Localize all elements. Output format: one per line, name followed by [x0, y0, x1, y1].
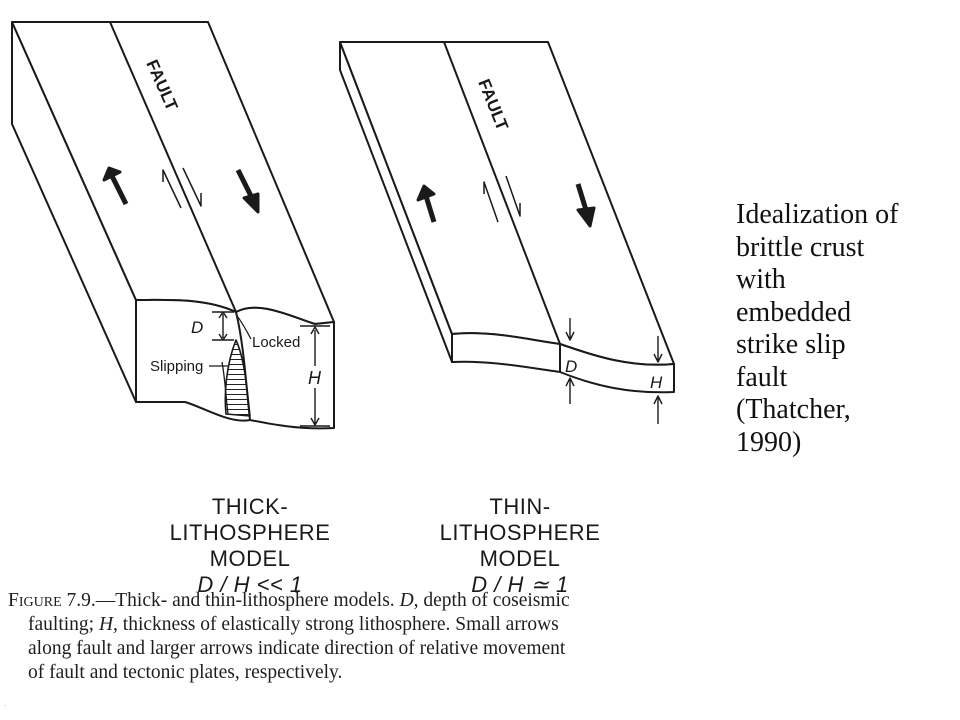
side-caption-line: 1990) [736, 426, 802, 458]
thick-fault-trace [109, 21, 237, 313]
side-caption-line: embedded [736, 296, 852, 328]
thin-small-arrow-left [483, 181, 499, 223]
thick-small-arrow-right [182, 167, 202, 207]
thin-fault-trace [443, 41, 561, 345]
caption-text: , thickness of elastically strong lithos… [113, 614, 559, 635]
thick-locked-label: Locked [252, 334, 300, 351]
caption-text: , depth of coseismic [413, 590, 570, 611]
thin-model-title: THIN- LITHOSPHERE MODEL D / H ≃ 1 [400, 494, 640, 598]
thin-big-arrow-left [423, 195, 437, 223]
thick-big-arrow-left-head [102, 166, 122, 182]
thick-big-arrow-right [235, 168, 255, 200]
caption-text: Thick- and thin-lithosphere models. [115, 590, 400, 611]
thick-big-arrow-left [109, 174, 129, 206]
side-caption-line: Idealization of [736, 199, 899, 230]
thick-slipping-zone [224, 339, 251, 417]
thin-d-label: D [565, 357, 577, 376]
thick-ratio: D / H << 1 [197, 572, 303, 597]
side-caption: Idealization of brittle crust with embed… [736, 199, 956, 459]
thick-title-line1: THICK- [211, 494, 289, 519]
thin-ratio: D / H ≃ 1 [471, 572, 569, 597]
thick-h-dimension [300, 325, 330, 427]
thin-small-arrow-right [505, 175, 521, 217]
thick-locked-leader [236, 315, 252, 340]
thin-title-line1: THIN- [489, 494, 551, 519]
side-caption-line: brittle crust [736, 231, 865, 263]
thick-h-label: H [308, 368, 322, 388]
side-caption-line: fault [736, 361, 788, 393]
thin-title-line2: LITHOSPHERE MODEL [439, 520, 601, 571]
thick-d-dimension [212, 311, 234, 341]
side-caption-line: with [736, 264, 786, 295]
thick-slipping-label: Slipping [150, 358, 203, 375]
thick-d-label: D [191, 318, 203, 337]
thin-h-label: H [650, 373, 663, 392]
thin-big-arrow-left-head [416, 184, 436, 202]
thin-d-arrow-top [565, 318, 575, 341]
caption-h-symbol: H [98, 614, 114, 635]
side-caption-line: (Thatcher, [736, 394, 851, 425]
side-caption-line: strike slip [736, 329, 846, 360]
thick-big-arrow-right-head [242, 192, 260, 214]
thin-front-face [451, 332, 675, 394]
thin-d-arrow-bottom [565, 377, 575, 404]
thin-h-arrow-top [653, 336, 663, 363]
figure-number: Figure 7.9. [8, 590, 96, 611]
caption-text: faulting; [28, 614, 99, 635]
thick-model-title: THICK- LITHOSPHERE MODEL D / H << 1 [150, 494, 350, 598]
caption-dash: — [95, 590, 116, 611]
thin-big-arrow-right-head [576, 206, 596, 228]
caption-line-4: of fault and tectonic plates, respective… [28, 662, 343, 683]
thick-lithosphere-diagram [11, 21, 335, 430]
caption-line-2: faulting; H, thickness of elastically st… [28, 613, 559, 637]
page-mark: · [4, 701, 7, 710]
thin-big-arrow-right [575, 183, 589, 211]
figure-caption: Figure 7.9.—Thick- and thin-lithosphere … [0, 589, 700, 709]
caption-d-symbol: D [399, 590, 414, 611]
thin-h-arrow-bottom [653, 395, 663, 424]
caption-line-1: Figure 7.9.—Thick- and thin-lithosphere … [8, 589, 570, 613]
caption-line-3: along fault and larger arrows indicate d… [28, 638, 566, 659]
thin-lithosphere-diagram [339, 41, 675, 424]
thick-small-arrow-left [162, 169, 182, 209]
thick-title-line2: LITHOSPHERE MODEL [169, 520, 331, 571]
